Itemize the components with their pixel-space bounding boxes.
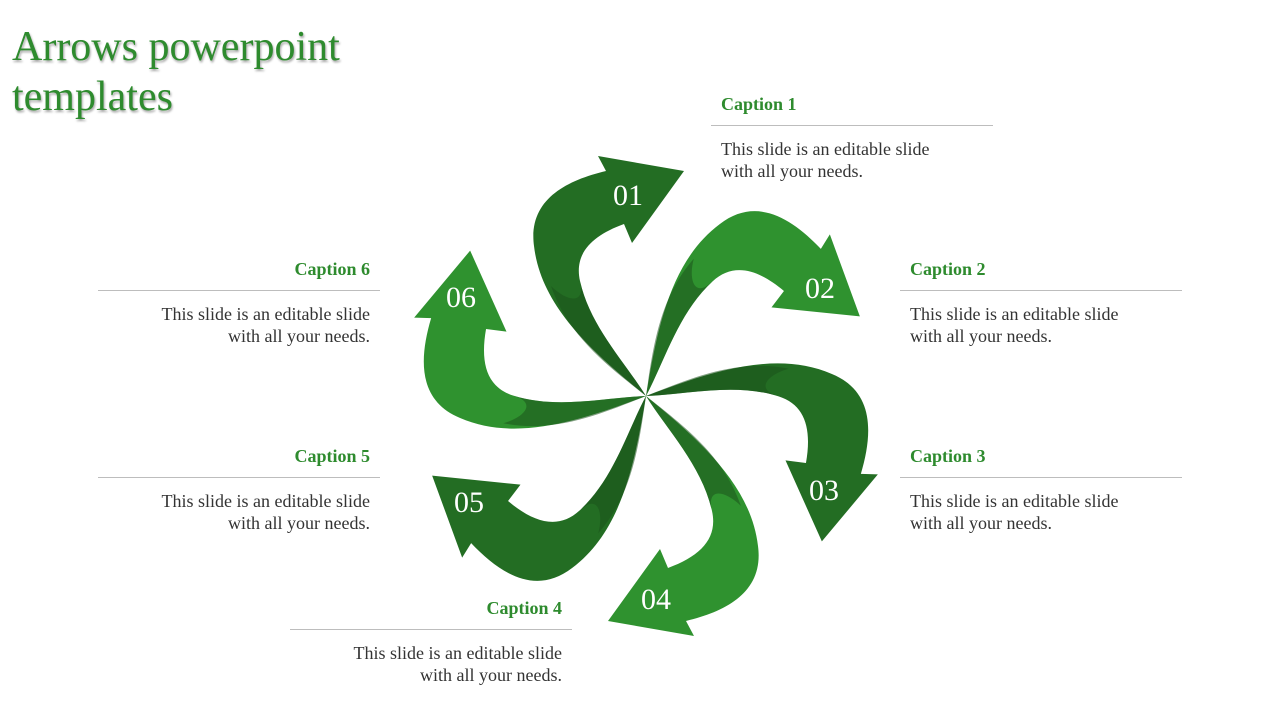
caption-text-4: This slide is an editable slide with all… <box>290 630 572 686</box>
caption-text-6: This slide is an editable slide with all… <box>98 291 380 347</box>
curved-arrow-06 <box>414 250 646 429</box>
caption-block-2: Caption 2 This slide is an editable slid… <box>900 258 1182 347</box>
caption-text-2-line1: This slide is an editable slide <box>910 304 1119 324</box>
caption-text-2-line2: with all your needs. <box>910 326 1052 346</box>
arrow-body <box>533 156 684 396</box>
caption-block-4: Caption 4 This slide is an editable slid… <box>290 597 572 686</box>
caption-text-4-line2: with all your needs. <box>420 665 562 685</box>
arrow-shading <box>646 396 741 511</box>
caption-block-1: Caption 1 This slide is an editable slid… <box>711 93 993 182</box>
arrow-shading <box>503 395 646 427</box>
arrow-number-06: 06 <box>446 281 476 314</box>
caption-block-5: Caption 5 This slide is an editable slid… <box>98 445 380 534</box>
caption-text-3-line1: This slide is an editable slide <box>910 491 1119 511</box>
arrow-body <box>414 250 646 429</box>
arrow-body <box>646 363 878 542</box>
curved-arrow-05 <box>432 396 646 581</box>
arrow-shading <box>646 258 713 396</box>
caption-title-1: Caption 1 <box>721 94 797 114</box>
arrow-shading <box>646 365 789 397</box>
arrow-number-04: 04 <box>641 583 671 616</box>
caption-text-3: This slide is an editable slide with all… <box>900 478 1182 534</box>
caption-divider-6 <box>98 290 380 291</box>
caption-text-1-line2: with all your needs. <box>721 161 863 181</box>
curved-arrow-02 <box>646 211 860 396</box>
arrow-number-03: 03 <box>809 474 839 507</box>
arrow-number-01: 01 <box>613 179 643 212</box>
caption-text-6-line1: This slide is an editable slide <box>161 304 370 324</box>
curved-arrow-04 <box>608 396 759 636</box>
arrow-body <box>608 396 759 636</box>
caption-text-6-line2: with all your needs. <box>228 326 370 346</box>
arrow-body <box>432 396 646 581</box>
caption-block-6: Caption 6 This slide is an editable slid… <box>98 258 380 347</box>
page-title: Arrows powerpoint templates <box>12 24 340 120</box>
caption-block-3: Caption 3 This slide is an editable slid… <box>900 445 1182 534</box>
caption-text-5: This slide is an editable slide with all… <box>98 478 380 534</box>
caption-text-1-line1: This slide is an editable slide <box>721 139 930 159</box>
caption-divider-4 <box>290 629 572 630</box>
caption-divider-5 <box>98 477 380 478</box>
arrow-number-05: 05 <box>454 486 484 519</box>
arrow-number-02: 02 <box>805 272 835 305</box>
caption-title-6: Caption 6 <box>294 259 370 279</box>
caption-divider-3 <box>900 477 1182 478</box>
arrow-body <box>646 211 860 396</box>
caption-text-5-line1: This slide is an editable slide <box>161 491 370 511</box>
caption-text-3-line2: with all your needs. <box>910 513 1052 533</box>
caption-title-5: Caption 5 <box>294 446 370 466</box>
caption-title-2: Caption 2 <box>910 259 986 279</box>
curved-arrow-03 <box>646 363 878 542</box>
caption-divider-1 <box>711 125 993 126</box>
caption-divider-2 <box>900 290 1182 291</box>
caption-text-2: This slide is an editable slide with all… <box>900 291 1182 347</box>
caption-title-4: Caption 4 <box>486 598 562 618</box>
arrow-shading <box>551 281 646 396</box>
caption-text-5-line2: with all your needs. <box>228 513 370 533</box>
curved-arrow-01 <box>533 156 684 396</box>
caption-title-3: Caption 3 <box>910 446 986 466</box>
caption-text-1: This slide is an editable slide with all… <box>711 126 993 182</box>
arrow-shading <box>579 396 646 534</box>
caption-text-4-line1: This slide is an editable slide <box>353 643 562 663</box>
